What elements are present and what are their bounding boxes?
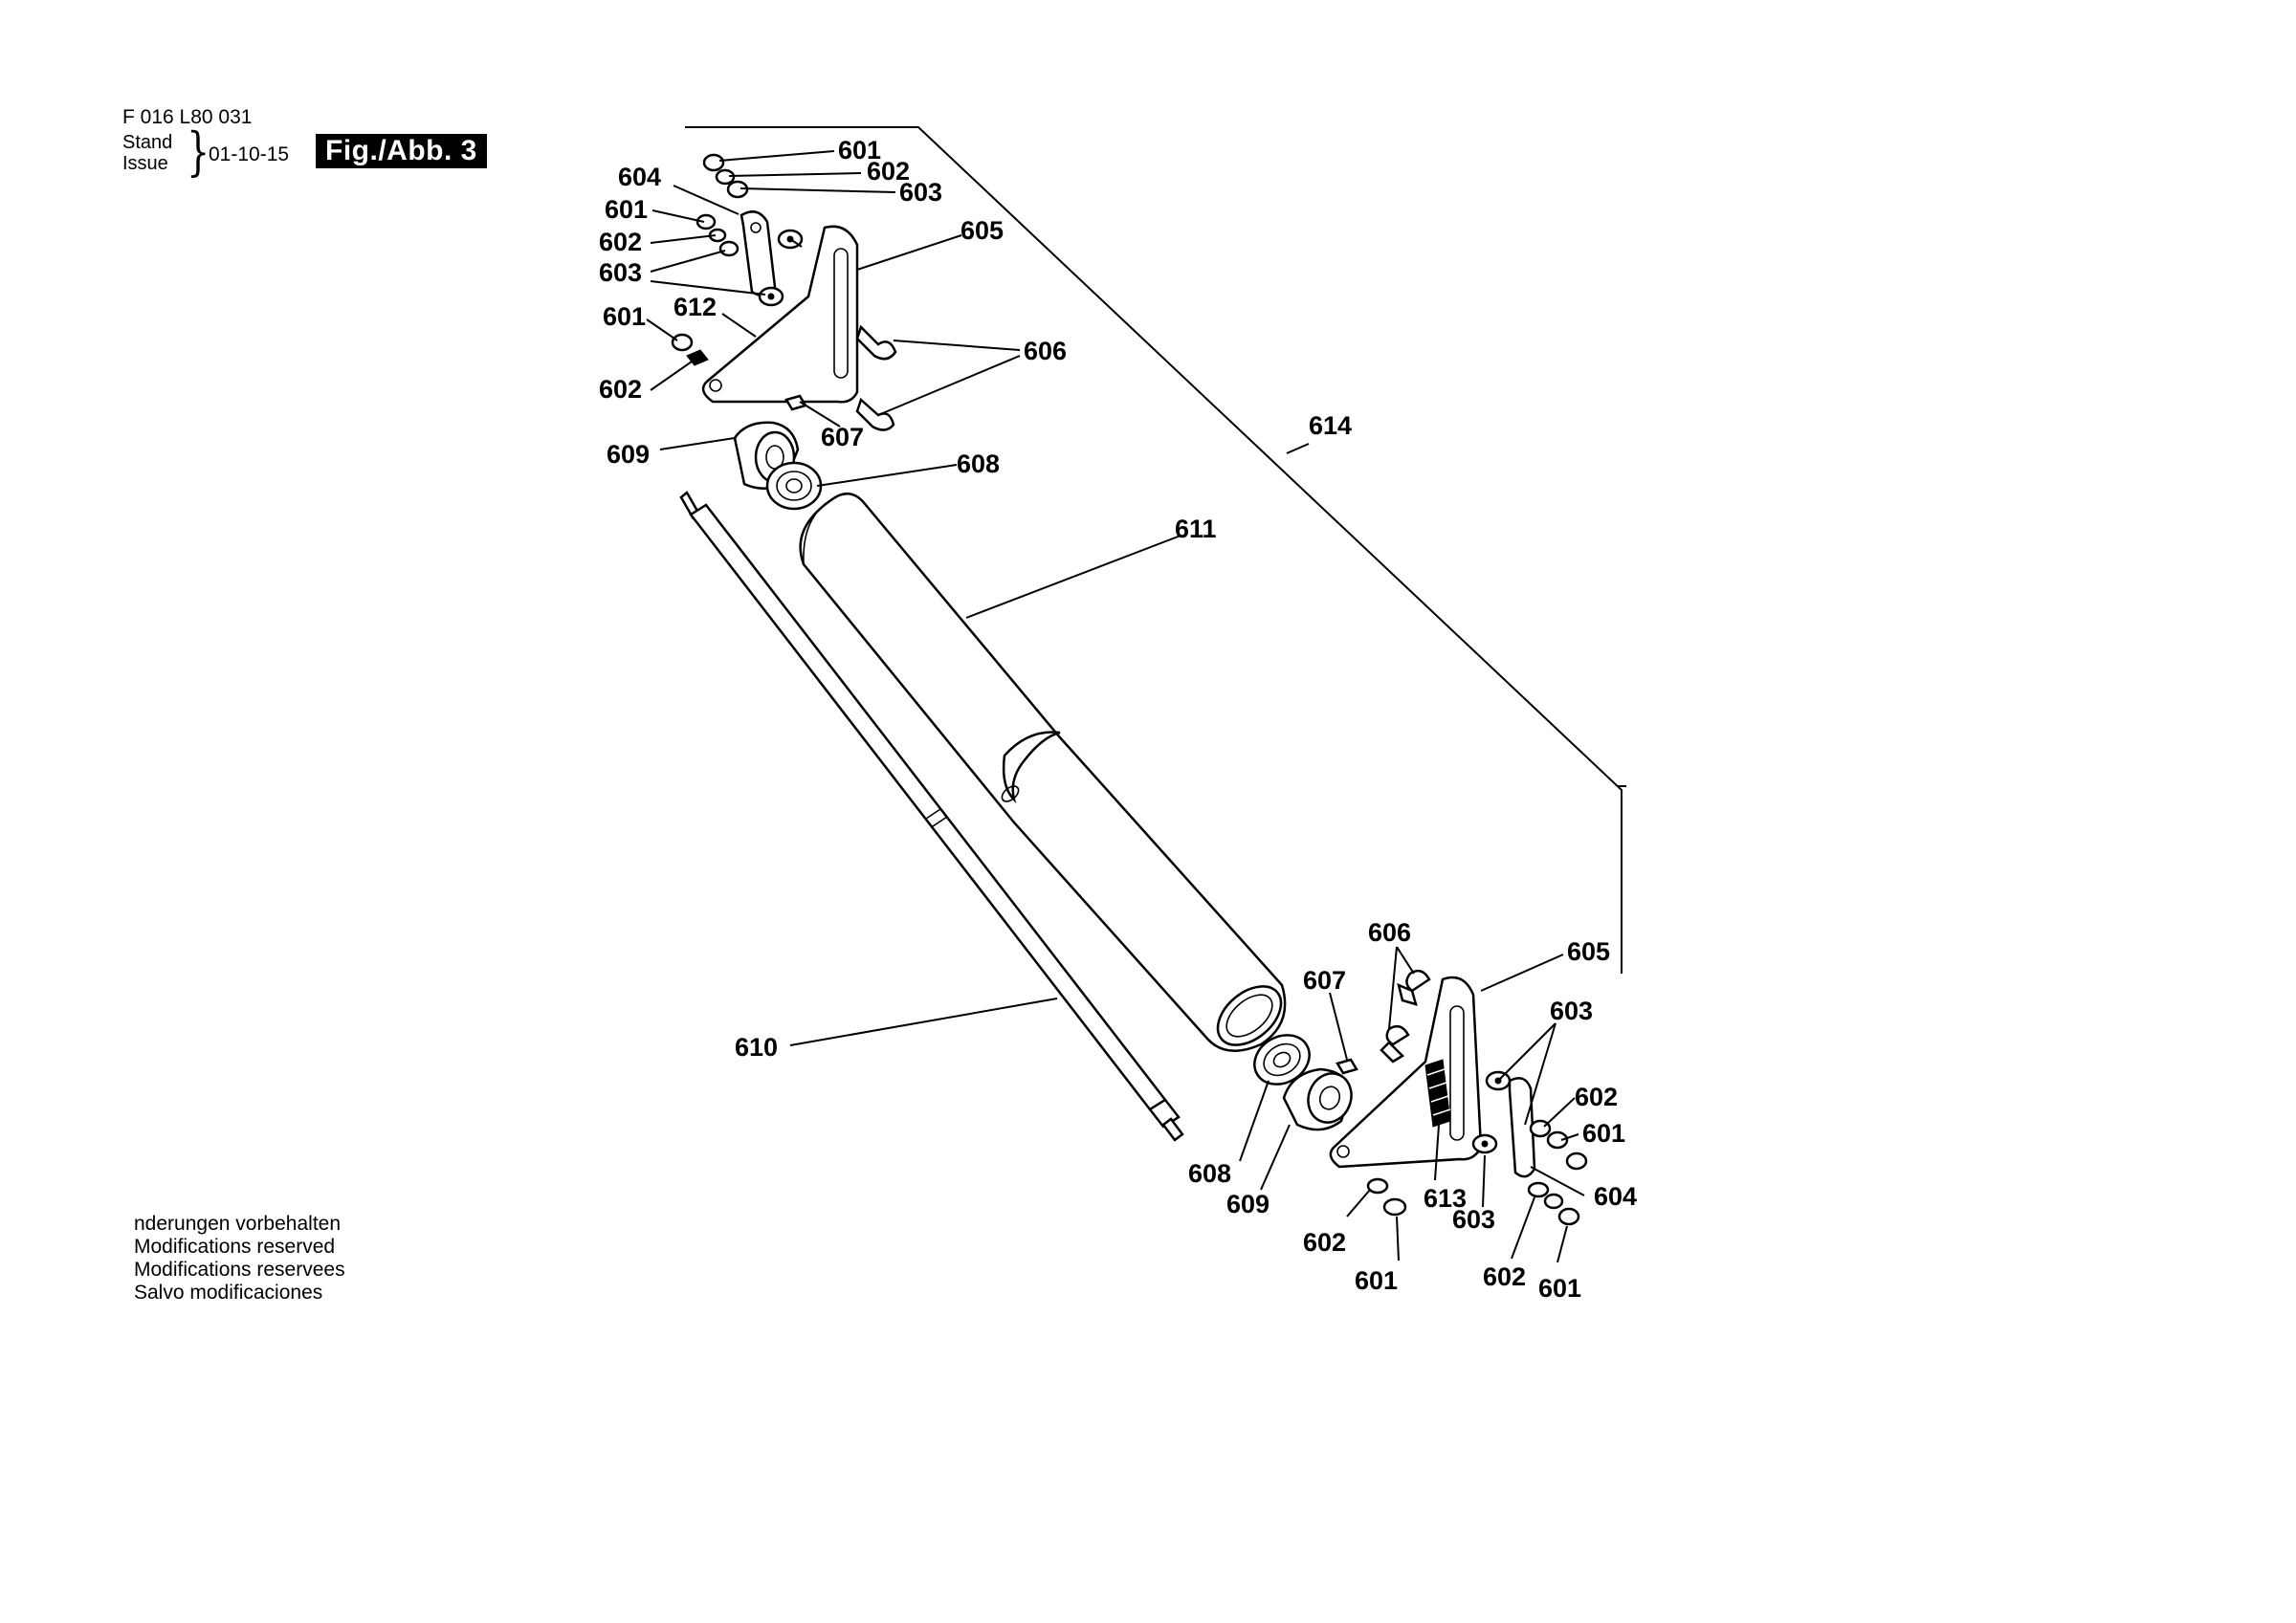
shaft-610: [679, 491, 1184, 1142]
callout-612: 612: [673, 293, 717, 321]
bearing-608-bottom: [1253, 1034, 1311, 1086]
washer-603-bottom-c: [1543, 1193, 1564, 1210]
callout-603-d: 603: [1452, 1205, 1495, 1234]
callout-614: 614: [1309, 411, 1352, 440]
callout-605-b: 605: [1567, 937, 1610, 966]
callout-603-c: 603: [1550, 997, 1593, 1025]
callout-602-c: 602: [599, 375, 642, 404]
callout-610: 610: [735, 1033, 778, 1062]
footer-note-de: nderungen vorbehalten: [134, 1213, 342, 1235]
callout-603-b: 603: [599, 258, 642, 287]
washer-602-bottom-c: [1527, 1181, 1550, 1198]
link-hole-top: [750, 222, 762, 233]
callout-labels: 601 602 603 604 601 602 603 605 601 612 …: [599, 136, 1637, 1303]
callout-602-b: 602: [599, 228, 642, 256]
nut-601-bottom-d: [1557, 1207, 1580, 1226]
issue-label: Issue: [122, 153, 168, 174]
callout-607-b: 607: [1303, 966, 1346, 995]
callout-602-a: 602: [867, 157, 910, 186]
issue-date: 01-10-15: [209, 143, 290, 165]
washer-603-bottom-b-hole: [1481, 1140, 1489, 1148]
callout-601-a: 601: [838, 136, 881, 164]
nut-601-bottom-c: [1382, 1197, 1407, 1217]
callout-604-b: 604: [1594, 1182, 1637, 1211]
nut-601-bottom-a: [1546, 1130, 1569, 1150]
footer-note-en: Modifications reserved: [134, 1236, 336, 1258]
figure-label: Fig./Abb. 3: [316, 134, 487, 168]
callout-602-e: 602: [1303, 1228, 1346, 1257]
footer-notes: nderungen vorbehalten Modifications rese…: [134, 1213, 345, 1305]
callout-606-b: 606: [1368, 918, 1411, 947]
callout-603-a: 603: [899, 178, 942, 207]
bracket-605-top: [701, 225, 859, 404]
callout-601-g: 601: [1538, 1274, 1581, 1303]
callout-608-a: 608: [957, 450, 1000, 478]
assembly-bracket-614: [685, 126, 1623, 974]
leader-lines: [646, 150, 1585, 1263]
issue-info: Stand Issue } 01-10-15: [122, 126, 314, 178]
bolt-606-bottom-a: [1397, 969, 1431, 1006]
nut-601-top-c: [671, 333, 694, 352]
callout-607-a: 607: [821, 423, 864, 451]
callout-609-a: 609: [607, 440, 650, 469]
nut-601-top-b: [695, 213, 717, 230]
callout-605-a: 605: [960, 216, 1004, 245]
nut-607-bottom: [1336, 1058, 1358, 1075]
washer-602-top-a: [715, 168, 736, 186]
callout-601-e: 601: [1582, 1119, 1625, 1148]
callout-609-b: 609: [1226, 1190, 1269, 1218]
washer-603-bottom-a-hole: [1494, 1077, 1502, 1085]
nut-601-top-a: [702, 153, 725, 172]
stand-label: Stand: [122, 132, 173, 153]
callout-602-f: 602: [1483, 1262, 1526, 1291]
callout-611: 611: [1175, 515, 1217, 543]
roller-611: [799, 493, 1287, 1052]
bracket-hole-bottom: [1336, 1145, 1350, 1158]
washer-603-top-b-hole: [767, 293, 775, 300]
document-number: F 016 L80 031: [122, 106, 253, 128]
footer-note-fr: Modifications reservees: [134, 1259, 345, 1281]
callout-604-a: 604: [618, 163, 661, 191]
washer-602-bottom-b: [1366, 1177, 1389, 1195]
washer-603-top-d: [718, 240, 740, 257]
bracket-slot-bottom: [1449, 1005, 1465, 1141]
bearing-608-top: [765, 461, 823, 511]
callout-613: 613: [1424, 1184, 1467, 1213]
callout-602-d: 602: [1575, 1083, 1618, 1111]
bushing-609-bottom: [1282, 1067, 1353, 1131]
callout-606-a: 606: [1024, 337, 1067, 365]
footer-note-es: Salvo modificaciones: [134, 1282, 323, 1304]
bracket-hole-top-a: [709, 379, 722, 392]
callout-601-b: 601: [605, 195, 648, 224]
nut-601-bottom-b: [1565, 1151, 1588, 1171]
bolt-606-bottom-b: [1380, 1024, 1410, 1064]
callout-608-b: 608: [1188, 1159, 1231, 1188]
callout-601-f: 601: [1355, 1266, 1398, 1295]
callout-601-c: 601: [603, 302, 646, 331]
bolt-606-top-a: [855, 324, 897, 361]
bracket-slot-top: [833, 248, 849, 379]
spring-613: [1424, 1059, 1451, 1128]
brace-symbol: }: [187, 121, 210, 182]
